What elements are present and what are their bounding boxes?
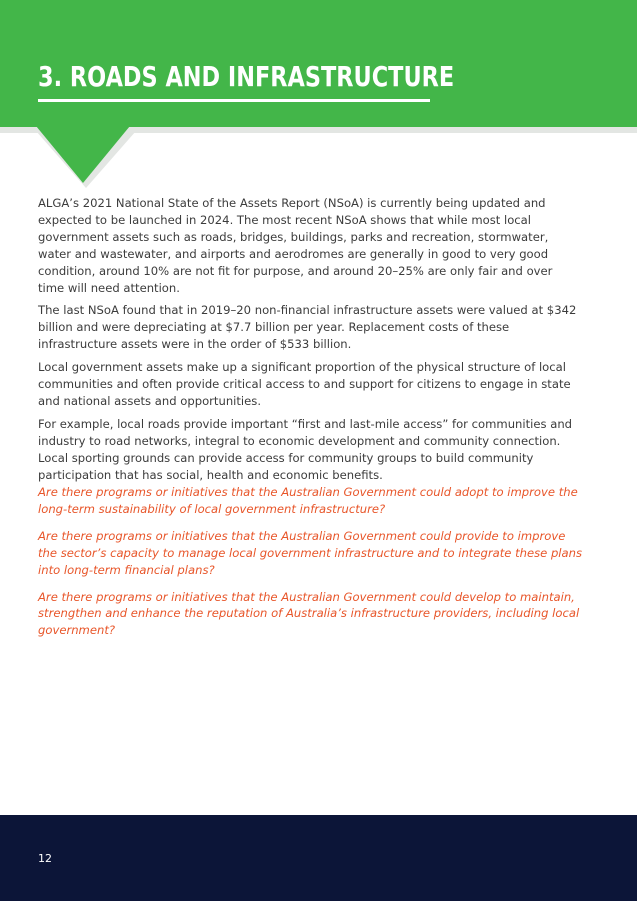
body-paragraph: Local government assets make up a signif… xyxy=(38,360,571,408)
section-title: 3. ROADS AND INFRASTRUCTURE xyxy=(38,60,455,93)
page-number: 12 xyxy=(38,852,52,865)
body-paragraph: For example, local roads provide importa… xyxy=(38,416,573,482)
body-text: ALGA’s 2021 National State of the Assets… xyxy=(38,195,578,490)
question-item: Are there programs or initiatives that t… xyxy=(38,589,580,638)
footer-band xyxy=(0,815,637,901)
body-paragraph: The last NSoA found that in 2019–20 non-… xyxy=(38,303,577,352)
question-item: Are there programs or initiatives that t… xyxy=(38,485,578,516)
title-underline xyxy=(38,99,430,102)
question-item: Are there programs or initiatives that t… xyxy=(38,528,583,577)
header-shadow xyxy=(0,127,637,133)
header-band xyxy=(0,0,637,127)
consultation-questions: Are there programs or initiatives that t… xyxy=(38,484,588,649)
body-paragraph: ALGA’s 2021 National State of the Assets… xyxy=(38,196,553,295)
header-pointer-arrow xyxy=(36,126,136,188)
